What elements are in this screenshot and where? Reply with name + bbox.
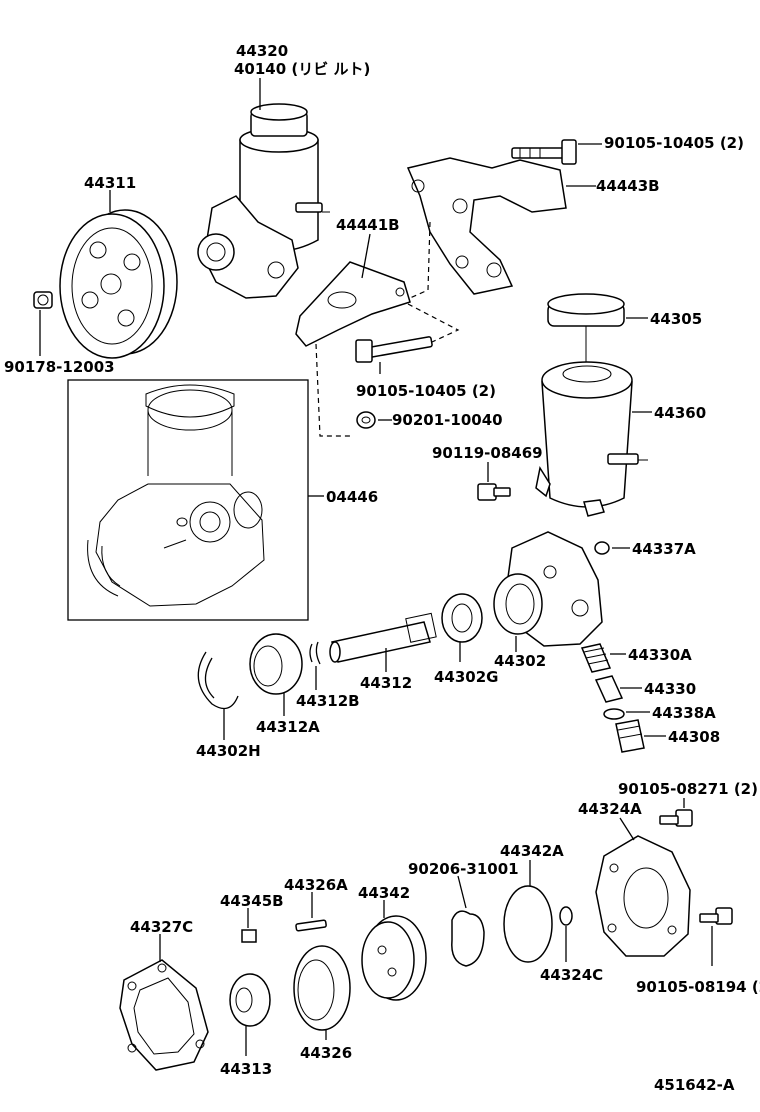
callout-90119-08469: 90119-08469 [432, 444, 543, 462]
washer-illustration [356, 411, 376, 429]
bolt-08271-illustration [659, 809, 693, 827]
snap-ring-large-illustration [197, 651, 239, 710]
callout-90178-12003: 90178-12003 [4, 358, 115, 376]
union-fitting-illustration [615, 719, 645, 753]
callout-44302: 44302 [494, 652, 546, 670]
pin-illustration [295, 919, 327, 932]
housing-gasket-illustration [119, 959, 209, 1071]
side-plate-illustration [361, 915, 427, 1001]
diagram-id: 451642-A [654, 1076, 735, 1094]
callout-44320: 44320 [236, 42, 288, 60]
callout-44441B: 44441B [336, 216, 400, 234]
reservoir-cap-illustration [547, 293, 625, 377]
callout-44443B: 44443B [596, 177, 660, 195]
reservoir-illustration [535, 361, 648, 517]
callout-04446: 04446 [326, 488, 378, 506]
callout-44338A: 44338A [652, 704, 716, 722]
spring-illustration [580, 643, 612, 673]
pump-housing-illustration [493, 531, 603, 647]
pump-cover-illustration [595, 835, 691, 957]
callout-44345B: 44345B [220, 892, 284, 910]
oring-illustration [594, 541, 610, 555]
bolt-mid-illustration [355, 336, 433, 363]
bracket-44443b-illustration [406, 157, 567, 295]
callout-44313: 44313 [220, 1060, 272, 1078]
callout-90105-08271: 90105-08271 (2) [618, 780, 758, 798]
large-oring-illustration [503, 885, 553, 963]
repair-kit-box [67, 379, 309, 621]
callout-44337A: 44337A [632, 540, 696, 558]
bolt-90119-illustration [477, 483, 511, 501]
callout-44326A: 44326A [284, 876, 348, 894]
small-oring-illustration [559, 906, 573, 926]
callout-44330A: 44330A [628, 646, 692, 664]
callout-44327C: 44327C [130, 918, 193, 936]
gasket-illustration [451, 910, 485, 967]
callout-90105-10405-mid: 90105-10405 (2) [356, 382, 496, 400]
oil-seal-illustration [441, 593, 483, 643]
callout-44312: 44312 [360, 674, 412, 692]
cam-ring-illustration [293, 945, 351, 1031]
pump-assembly-illustration [197, 103, 330, 299]
callout-44360: 44360 [654, 404, 706, 422]
callout-90105-08194: 90105-08194 (2 [636, 978, 760, 996]
callout-44342: 44342 [358, 884, 410, 902]
callout-44302G: 44302G [434, 668, 499, 686]
callout-90206-31001: 90206-31001 [408, 860, 519, 878]
plate-44441b-illustration [295, 261, 411, 347]
rotor-illustration [229, 973, 271, 1027]
callout-90105-10405-top: 90105-10405 (2) [604, 134, 744, 152]
bearing-illustration [249, 633, 303, 695]
pulley-illustration [59, 209, 178, 359]
valve-oring-illustration [603, 708, 625, 720]
callout-44342A: 44342A [500, 842, 564, 860]
callout-40140: 40140 (リビ ルト) [234, 60, 370, 78]
callout-44312A: 44312A [256, 718, 320, 736]
nut-illustration [33, 291, 53, 309]
callout-44324C: 44324C [540, 966, 603, 984]
callout-44312B: 44312B [296, 692, 360, 710]
callout-44305: 44305 [650, 310, 702, 328]
callout-44330: 44330 [644, 680, 696, 698]
callout-44324A: 44324A [578, 800, 642, 818]
flow-valve-illustration [594, 675, 624, 703]
snap-ring-illustration [309, 641, 321, 665]
callout-44311: 44311 [84, 174, 136, 192]
vane-illustration [241, 929, 257, 943]
callout-44302H: 44302H [196, 742, 261, 760]
bolt-08194-illustration [699, 907, 733, 925]
callout-90201-10040: 90201-10040 [392, 411, 503, 429]
callout-44308: 44308 [668, 728, 720, 746]
bolt-top-illustration [511, 139, 577, 165]
shaft-illustration [329, 612, 437, 663]
callout-44326: 44326 [300, 1044, 352, 1062]
